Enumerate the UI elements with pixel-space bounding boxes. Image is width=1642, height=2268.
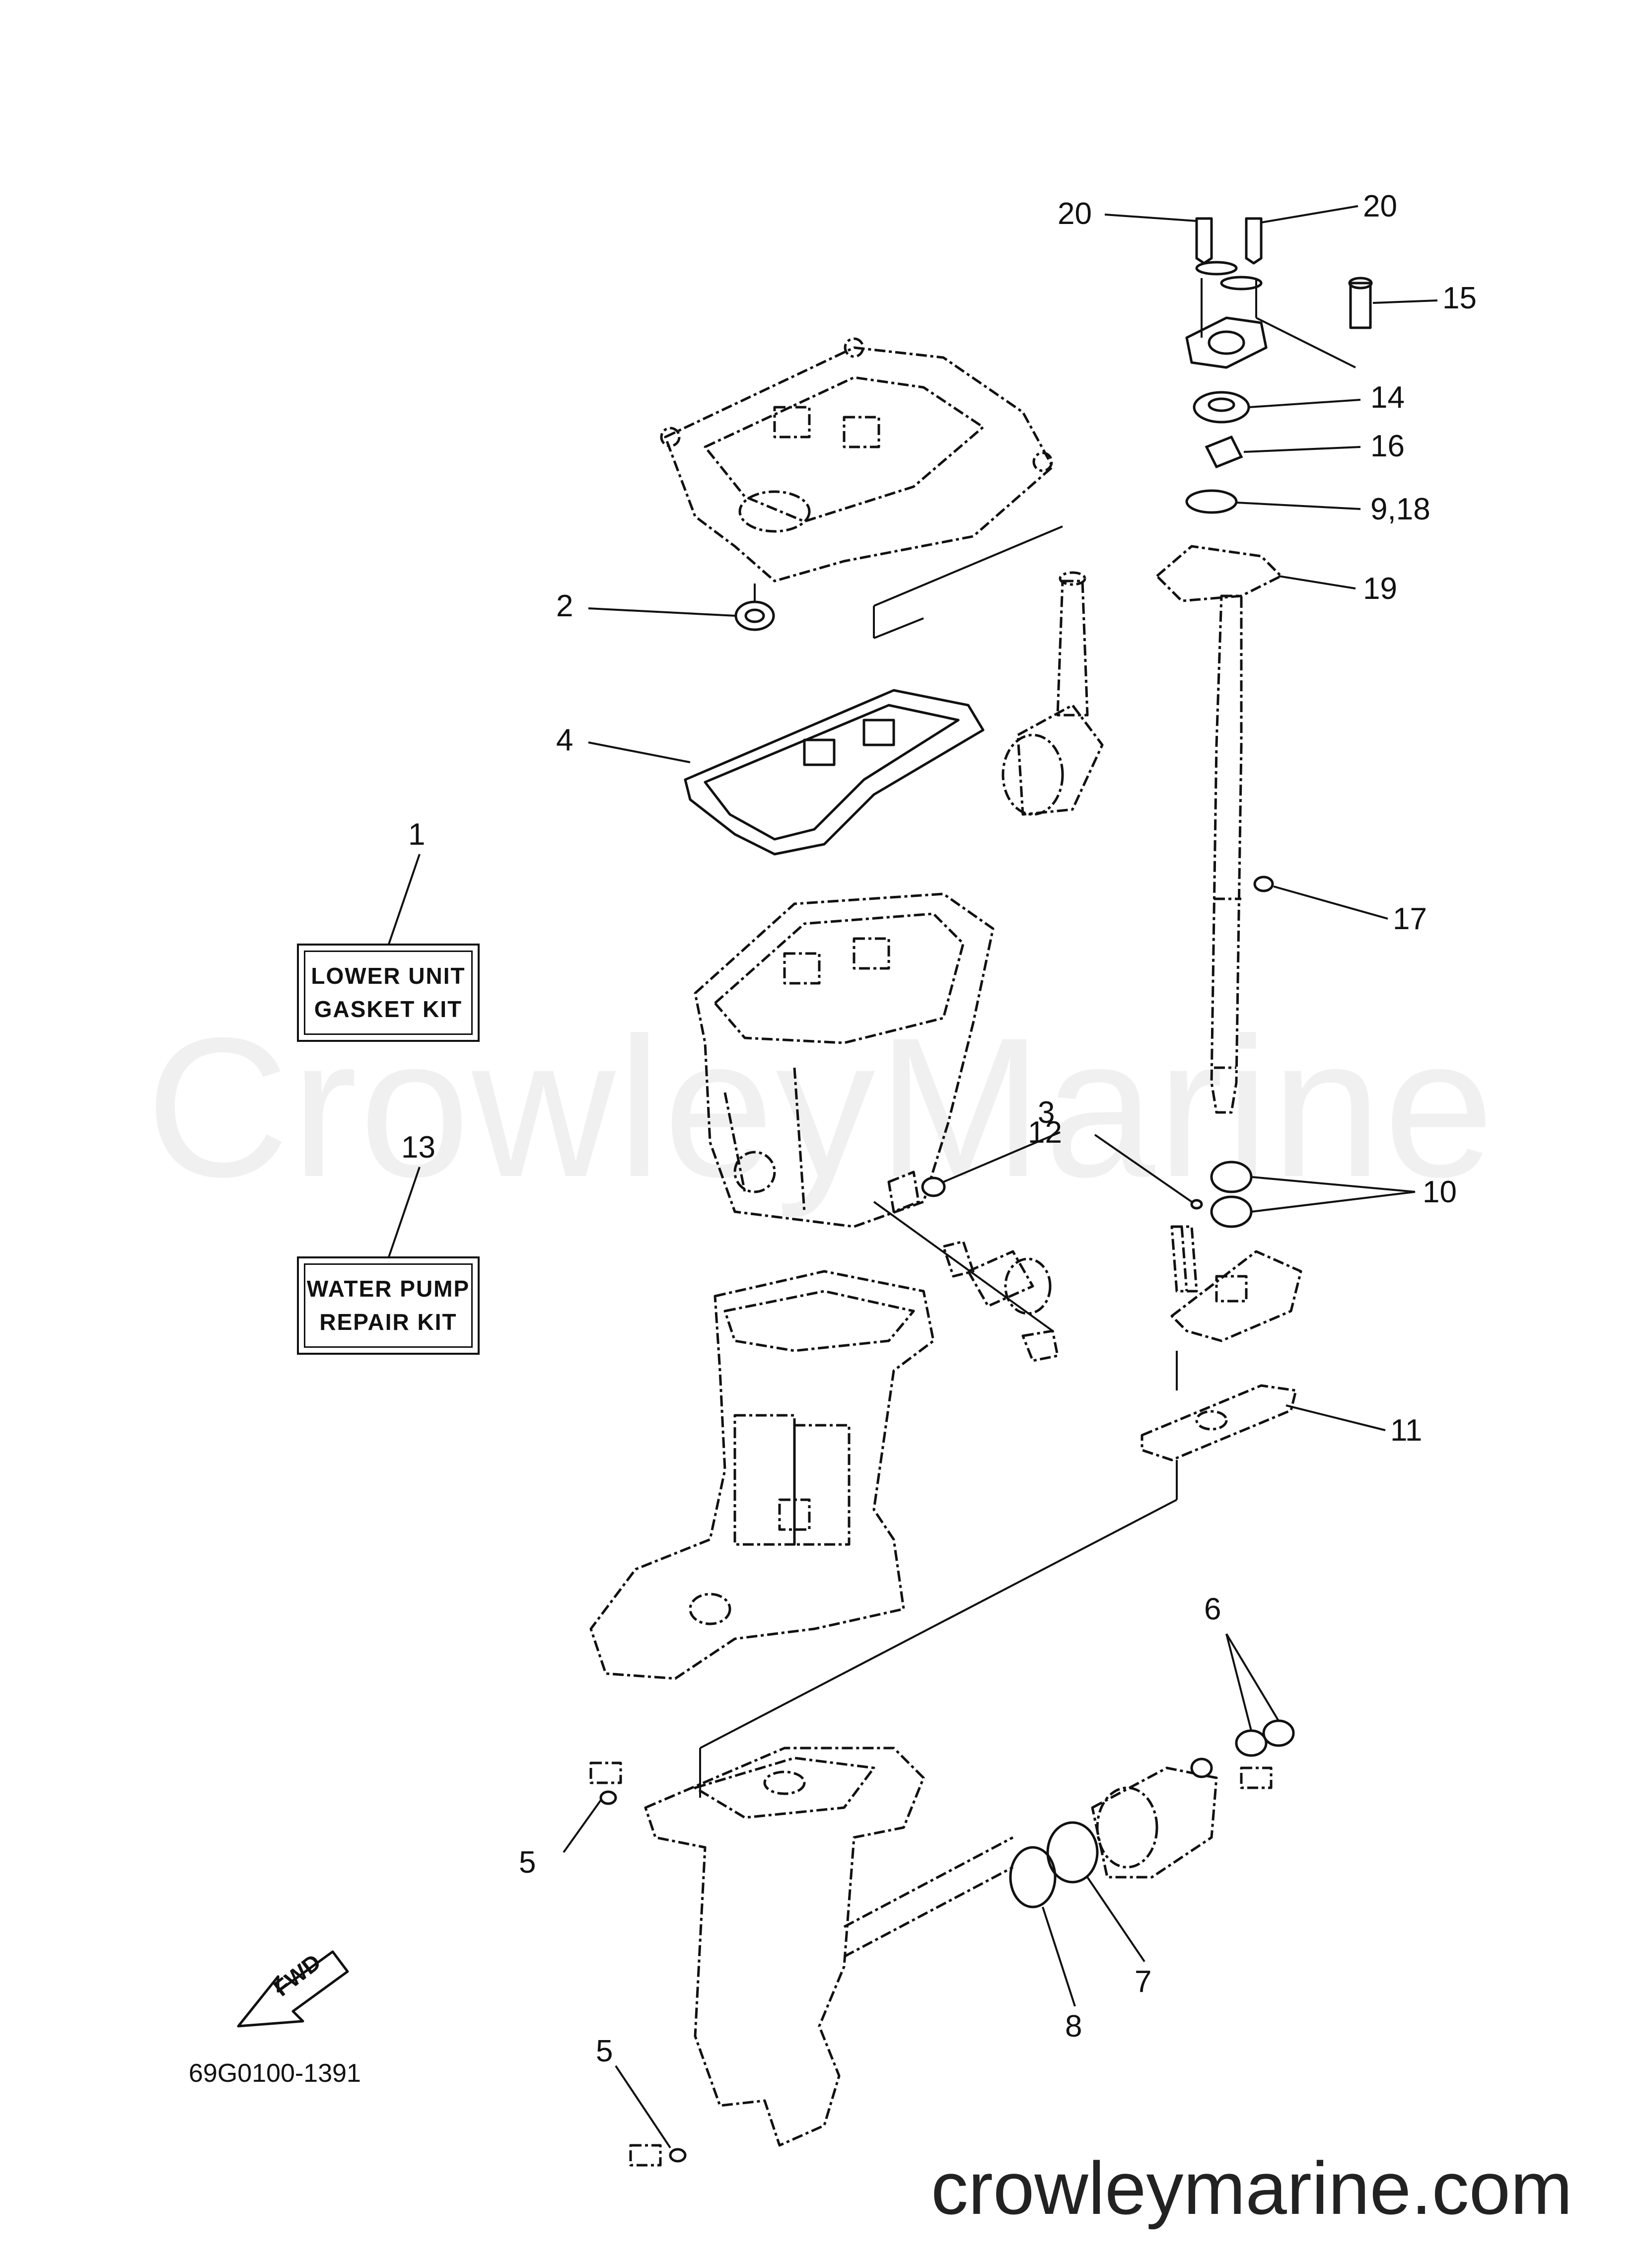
callout-leaders <box>563 205 1438 2149</box>
drive-shaft-upper-part <box>1001 571 1104 816</box>
callout-3: 3 <box>1038 1096 1055 1130</box>
drawing-code: 69G0100-1391 <box>189 2059 361 2088</box>
callout-14: 14 <box>1370 380 1405 415</box>
callout-5-lower: 5 <box>596 2034 613 2068</box>
drive-shaft-part <box>1210 594 1274 1114</box>
callout-12: 12 <box>1028 1115 1062 1150</box>
callout-1: 1 <box>408 817 426 852</box>
grommet-part <box>873 1171 1059 1362</box>
callout-20-left: 20 <box>1058 197 1092 231</box>
callout-8: 8 <box>1065 2009 1082 2044</box>
seal-part <box>734 584 775 631</box>
exhaust-housing-part <box>694 892 995 1228</box>
lower-unit-part <box>589 1747 1014 2167</box>
callout-4: 4 <box>556 723 573 757</box>
kit-line: WATER PUMP <box>306 1276 470 1302</box>
callout-15: 15 <box>1442 281 1477 315</box>
callout-11: 11 <box>1390 1413 1423 1448</box>
kit-line: LOWER UNIT <box>311 963 466 989</box>
kit-line: GASKET KIT <box>314 996 463 1022</box>
pump-housing-parts <box>699 1161 1302 1798</box>
callout-9-18: 9,18 <box>1370 492 1430 526</box>
lower-unit-gasket-kit-box: LOWER UNIT GASKET KIT <box>297 944 480 1042</box>
callout-17: 17 <box>1393 902 1427 936</box>
callout-6: 6 <box>1204 1592 1221 1626</box>
callout-20-right: 20 <box>1363 189 1397 223</box>
forward-arrow-icon <box>237 1950 349 2028</box>
callout-13: 13 <box>401 1130 435 1165</box>
callout-5-upper: 5 <box>519 1845 536 1880</box>
callout-16: 16 <box>1370 429 1405 463</box>
site-footer: crowleymarine.com <box>931 2146 1572 2230</box>
callout-10: 10 <box>1423 1175 1457 1209</box>
callout-2: 2 <box>556 589 573 623</box>
water-pump-parts <box>1155 217 1373 602</box>
callout-19: 19 <box>1363 572 1397 606</box>
gasket-part <box>684 689 985 856</box>
kit-line: REPAIR KIT <box>319 1309 457 1335</box>
drive-shaft-housing-part <box>589 1270 935 1680</box>
upper-casing-part <box>660 337 1063 639</box>
propeller-shaft-housing-parts <box>1009 1719 1295 1908</box>
water-pump-repair-kit-box: WATER PUMP REPAIR KIT <box>297 1256 480 1355</box>
callout-7: 7 <box>1135 1965 1152 1999</box>
